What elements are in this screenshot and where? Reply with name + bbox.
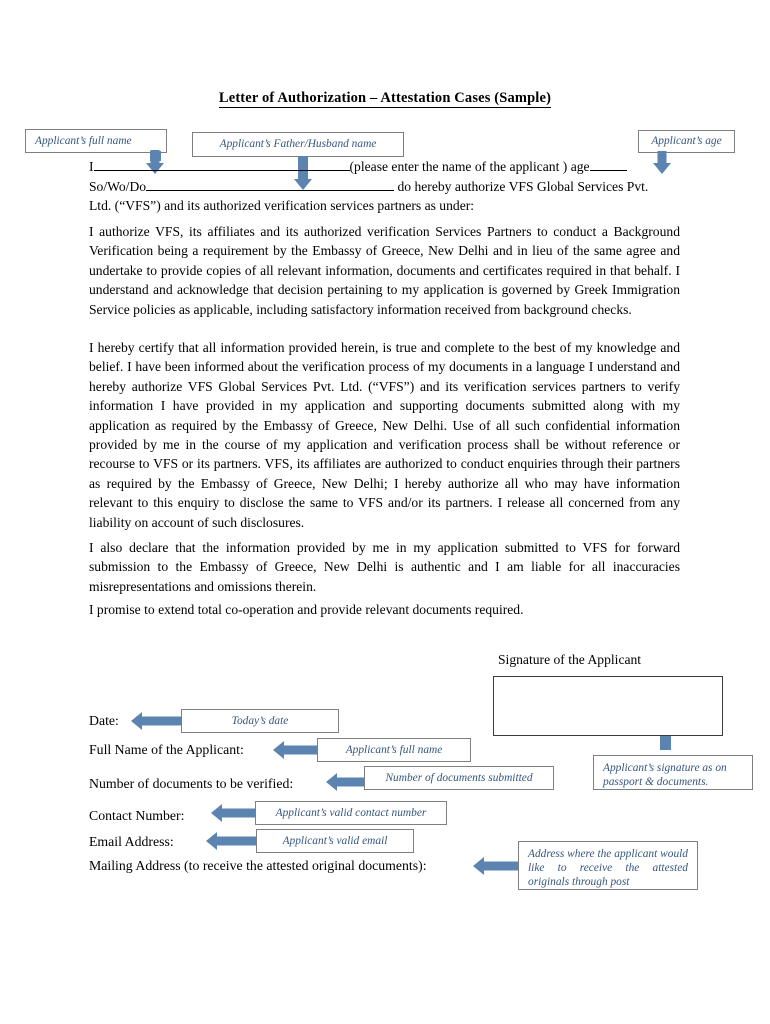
label-full-name: Full Name of the Applicant:: [89, 742, 244, 757]
callout-applicant-full-name-top: Applicant’s full name: [25, 129, 167, 153]
callout-contact-number: Applicant’s valid contact number: [255, 801, 447, 825]
arrow-shaft: [483, 861, 519, 871]
arrow-head: [473, 857, 484, 875]
callout-applicant-age: Applicant’s age: [638, 130, 735, 153]
arrow-head: [146, 163, 164, 174]
paragraph-declare: I also declare that the information prov…: [89, 540, 680, 594]
callout-text: Applicant’s valid email: [282, 834, 388, 847]
label-email-address: Email Address:: [89, 834, 174, 849]
arrow-head: [653, 163, 671, 174]
arrow-head: [326, 773, 337, 791]
callout-text: Applicant’s full name: [345, 743, 443, 756]
intro-line1-mid: (please enter the name of the applicant …: [349, 159, 590, 174]
fill-line-age[interactable]: [589, 157, 627, 171]
arrow-shaft: [283, 745, 327, 755]
signature-box[interactable]: [493, 676, 723, 736]
callout-text: Number of documents submitted: [385, 771, 533, 784]
intro-line-2: So/Wo/Do do hereby authorize VFS Global …: [89, 177, 689, 197]
label-contact-number: Contact Number:: [89, 808, 185, 823]
arrow-head: [211, 804, 222, 822]
arrow-head: [206, 832, 217, 850]
paragraph-authorize: I authorize VFS, its affiliates and its …: [89, 224, 680, 317]
label-date: Date:: [89, 713, 119, 728]
callout-text: Applicant’s age: [651, 135, 722, 148]
callout-text: Today’s date: [231, 714, 289, 727]
paragraph-promise: I promise to extend total co-operation a…: [89, 602, 524, 617]
intro-line-3: Ltd. (“VFS”) and its authorized verifica…: [89, 198, 475, 214]
callout-text: Applicant’s signature as on passport & d…: [603, 762, 727, 789]
arrow-head: [273, 741, 284, 759]
page-title-text: Letter of Authorization – Attestation Ca…: [218, 90, 552, 108]
callout-text: Address where the applicant would like t…: [528, 848, 688, 889]
fill-line-so-wo-do[interactable]: [146, 177, 395, 191]
callout-text: Applicant’s Father/Husband name: [219, 138, 377, 151]
callout-text: Applicant’s full name: [35, 134, 132, 147]
arrow-shaft: [336, 777, 372, 787]
arrow-shaft: [216, 836, 258, 846]
callout-signature-note: Applicant’s signature as on passport & d…: [593, 755, 753, 790]
label-num-documents: Number of documents to be verified:: [89, 776, 294, 791]
callout-todays-date: Today’s date: [181, 709, 339, 733]
signature-label: Signature of the Applicant: [498, 652, 642, 667]
label-mailing-address: Mailing Address (to receive the attested…: [89, 858, 427, 873]
arrow-shaft: [150, 150, 160, 164]
callout-mailing-note: Address where the applicant would like t…: [518, 841, 698, 890]
intro-line2-pre: So/Wo/Do: [89, 178, 147, 194]
arrow-shaft: [141, 716, 183, 726]
callout-email: Applicant’s valid email: [256, 829, 414, 853]
paragraph-certify: I hereby certify that all information pr…: [89, 340, 680, 530]
callout-father-husband-name: Applicant’s Father/Husband name: [192, 132, 404, 157]
intro-line2-post: do hereby authorize VFS Global Services …: [397, 178, 649, 194]
callout-text: Applicant’s valid contact number: [275, 806, 427, 819]
arrow-head: [294, 179, 312, 190]
page-title: Letter of Authorization – Attestation Ca…: [0, 90, 770, 108]
arrow-shaft: [298, 156, 308, 180]
intro-block: I (please enter the name of the applicant…: [89, 157, 689, 216]
callout-num-documents: Number of documents submitted: [364, 766, 554, 790]
arrow-shaft: [221, 808, 261, 818]
arrow-shaft: [657, 151, 667, 164]
intro-line1-pre: I: [89, 159, 94, 174]
callout-applicant-full-name-bottom: Applicant’s full name: [317, 738, 471, 762]
arrow-head: [131, 712, 142, 730]
intro-line-1: I (please enter the name of the applicant…: [89, 157, 689, 177]
connector-tab-signature: [660, 736, 671, 750]
fill-line-applicant-name[interactable]: [93, 157, 350, 171]
